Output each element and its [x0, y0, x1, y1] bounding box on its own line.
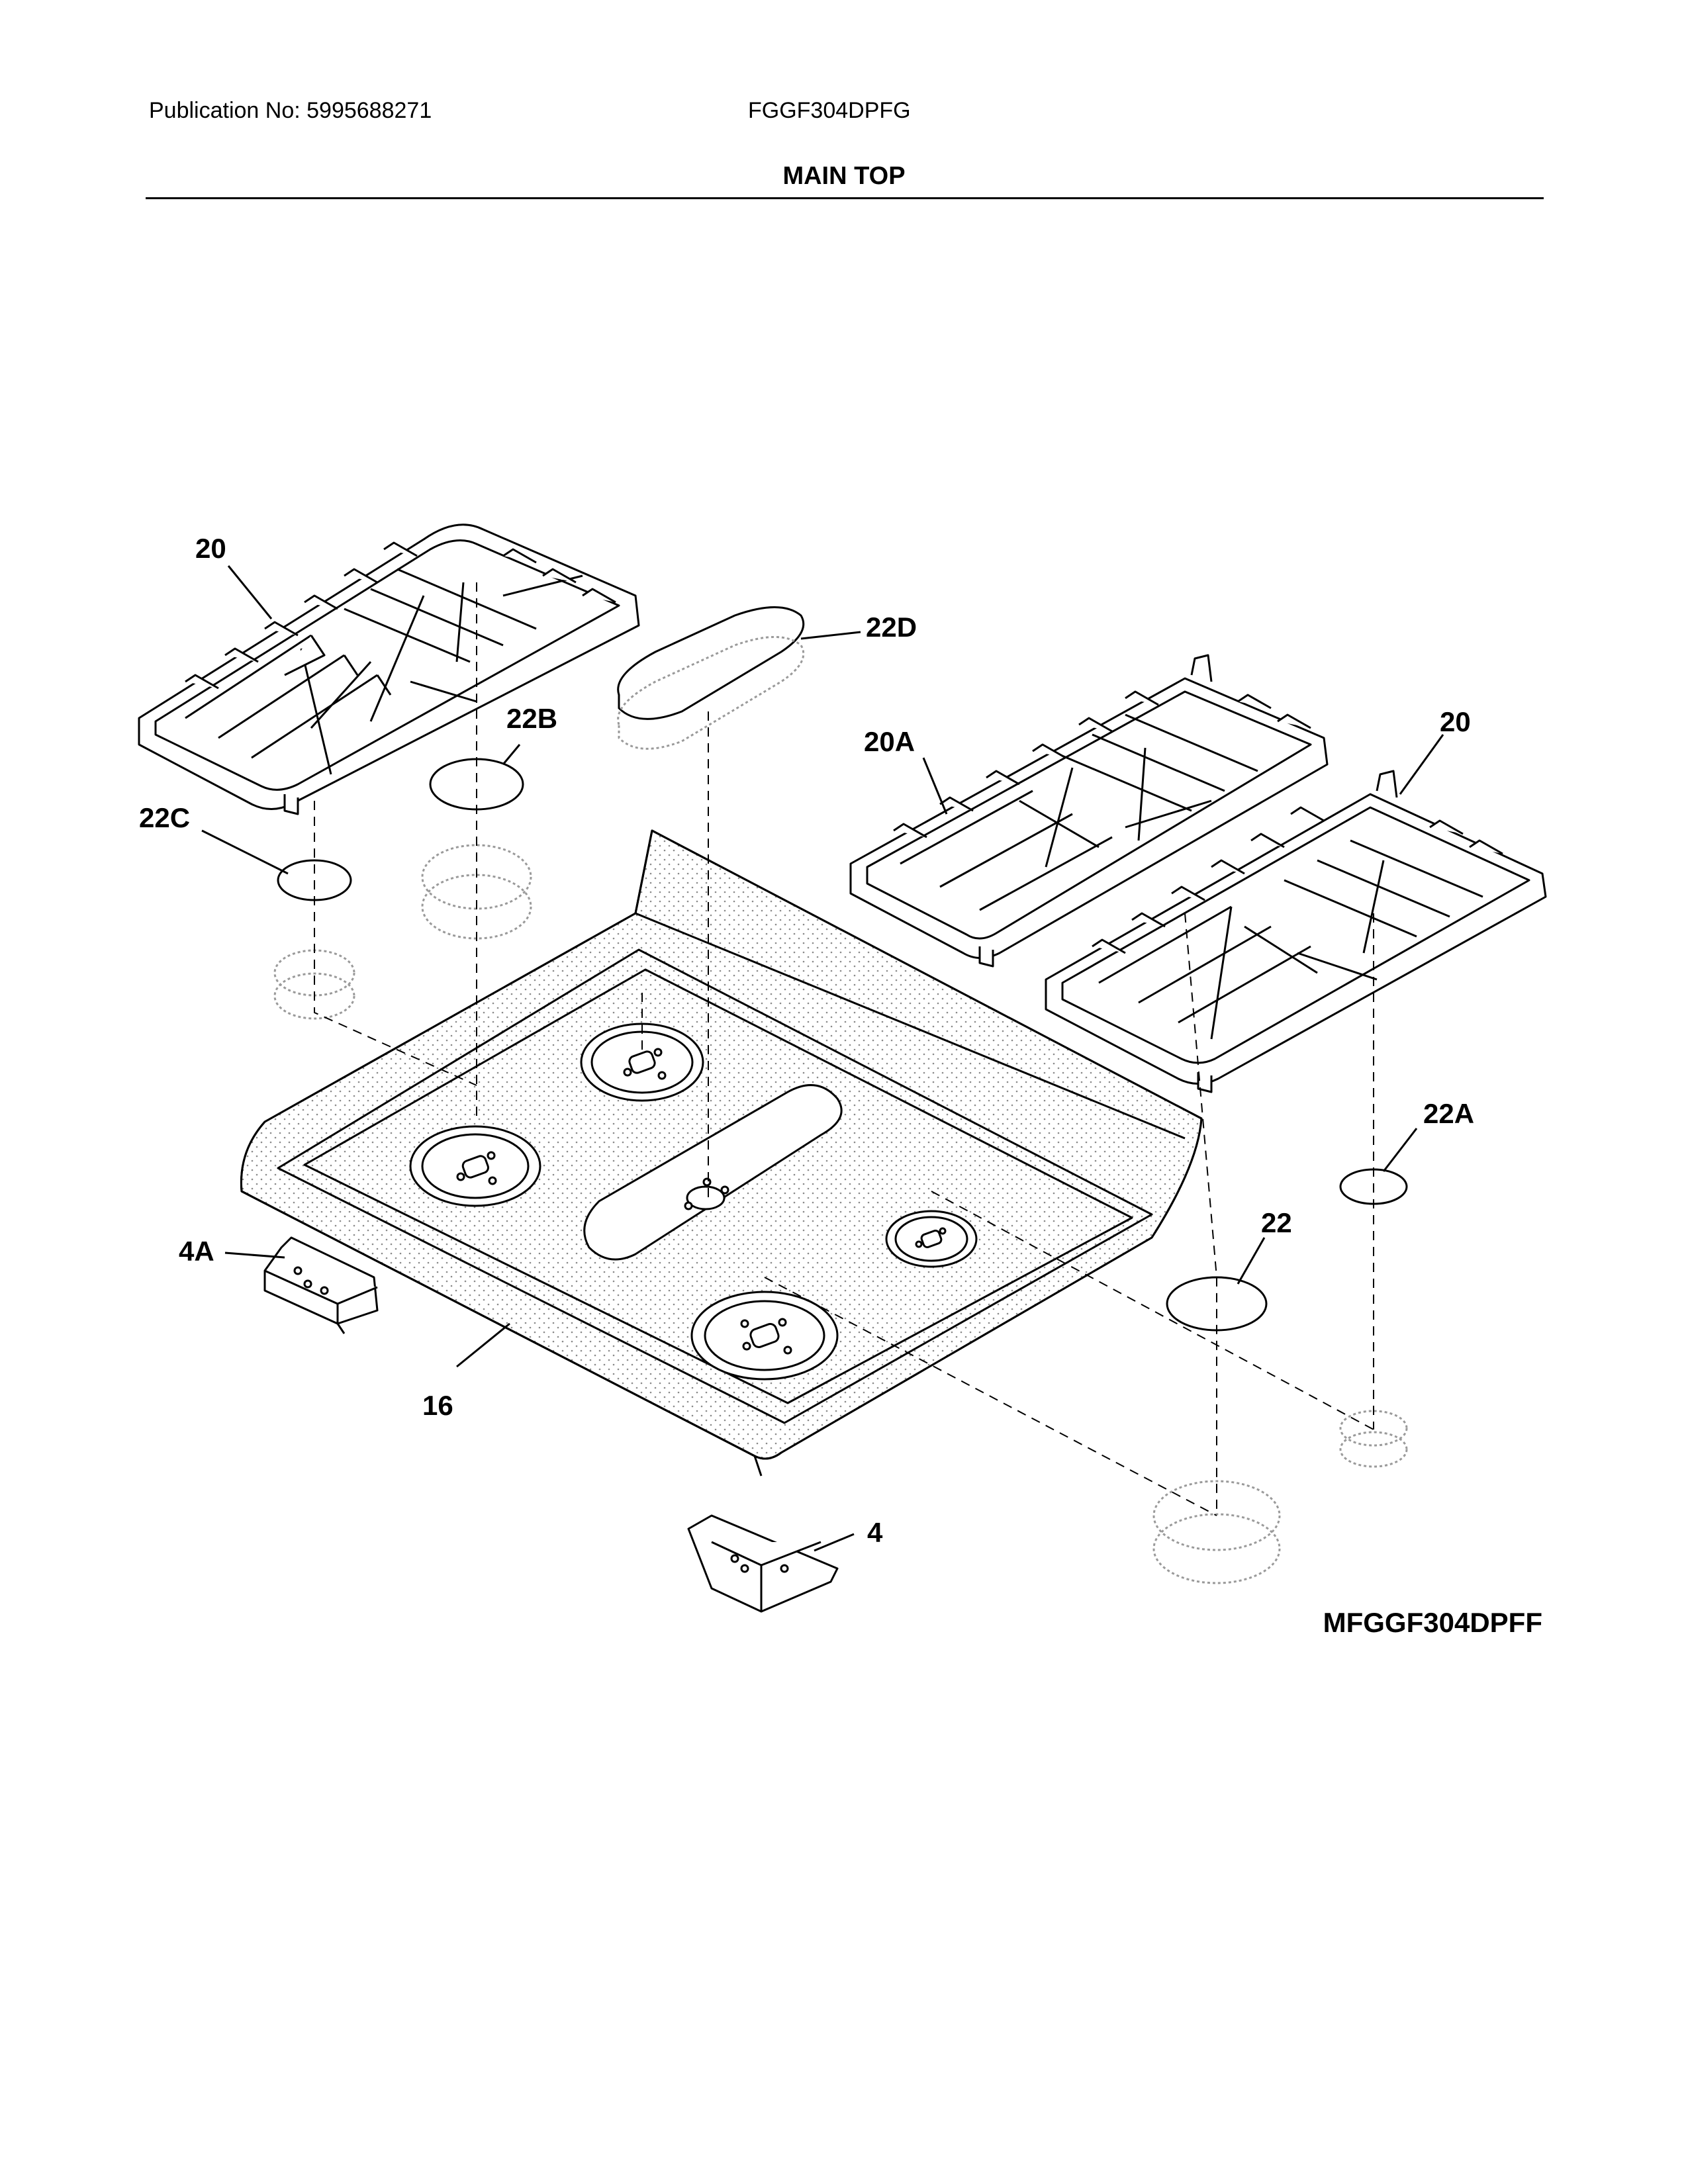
bracket-4 — [687, 1514, 839, 1613]
grate-left — [138, 523, 640, 815]
oval-griddle-area — [583, 1084, 843, 1261]
callout-22D: 22D — [866, 612, 917, 643]
callout-20-left: 20 — [195, 533, 226, 564]
grate-right-front — [1045, 770, 1547, 1093]
callout-22: 22 — [1261, 1207, 1292, 1238]
alignment-lines — [314, 582, 1374, 1516]
drawing-number: MFGGF304DPFF — [1323, 1607, 1542, 1638]
burner-cap-22B — [429, 758, 524, 811]
section-title: MAIN TOP — [782, 162, 906, 190]
publication-number: Publication No: 5995688271 — [149, 98, 432, 123]
callout-22B: 22B — [506, 703, 557, 734]
callout-16: 16 — [422, 1390, 453, 1421]
header-divider — [146, 197, 1544, 199]
burner-cap-22D — [617, 606, 805, 720]
callout-4A: 4A — [179, 1236, 214, 1267]
burner-opening-rear-right — [885, 1210, 978, 1268]
callout-20-right: 20 — [1440, 706, 1471, 737]
leader-lines — [201, 565, 1444, 1552]
callout-22C: 22C — [139, 802, 190, 833]
callout-22A: 22A — [1423, 1098, 1474, 1129]
burner-opening-front-left — [409, 1125, 541, 1207]
model-number: FGGF304DPFG — [748, 98, 911, 123]
grate-right-rear — [849, 654, 1329, 968]
burner-opening-front-right — [690, 1291, 839, 1381]
callout-20A: 20A — [864, 726, 915, 757]
burner-opening-rear-left — [580, 1023, 704, 1102]
bracket-4A — [263, 1236, 379, 1334]
callout-4: 4 — [867, 1517, 883, 1548]
